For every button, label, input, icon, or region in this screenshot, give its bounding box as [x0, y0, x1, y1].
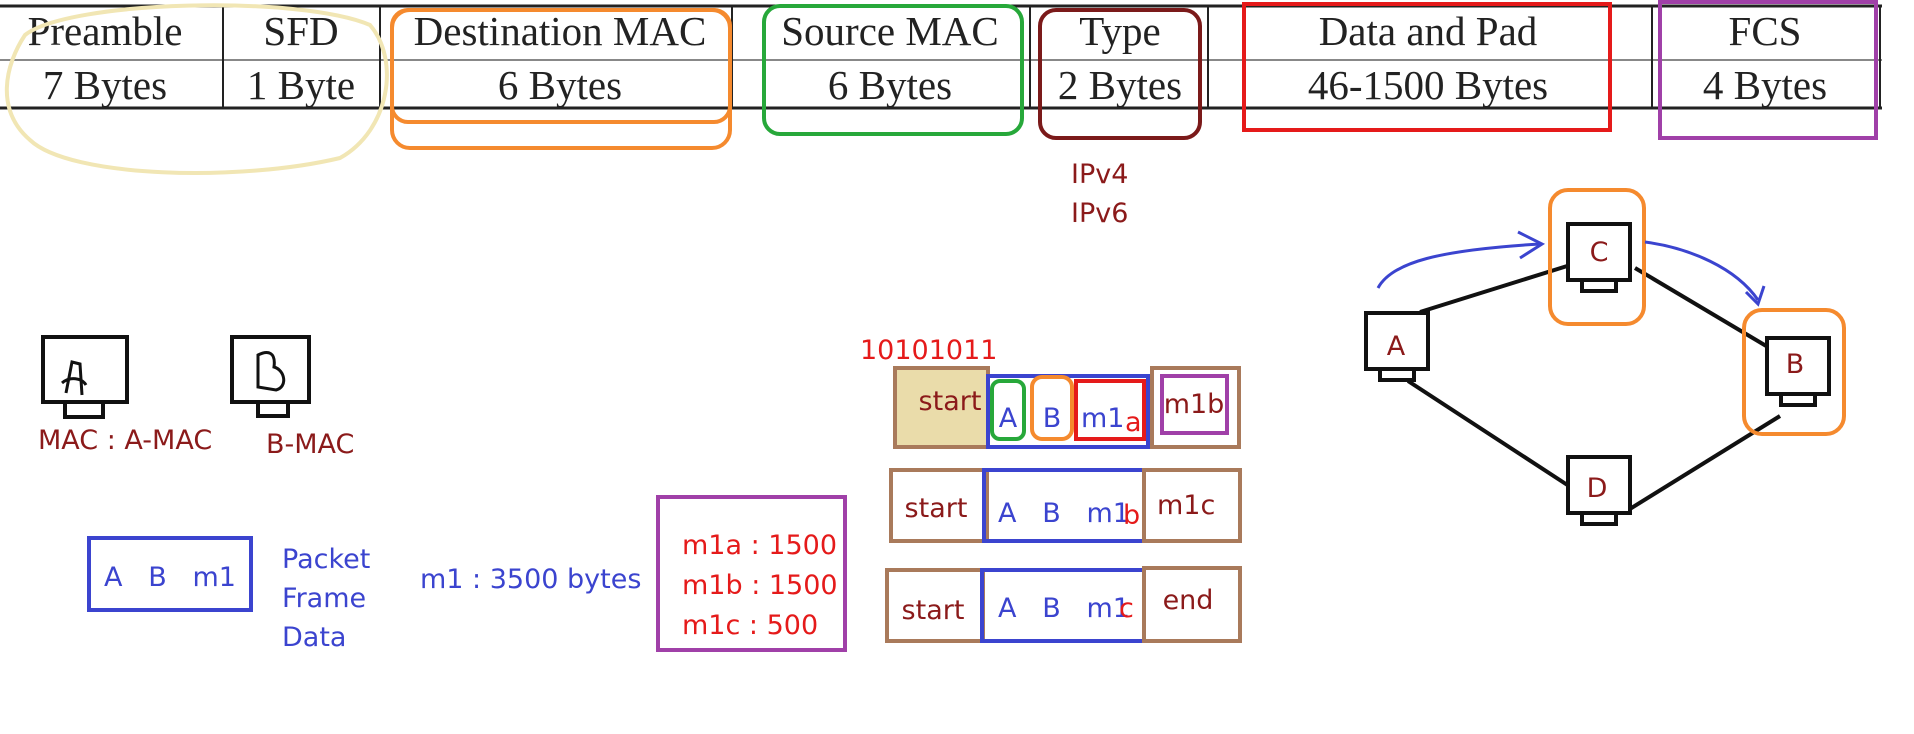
row3-start-label: start	[902, 595, 965, 626]
host-a-letter-sketch	[61, 360, 88, 396]
row2-payload-label: A B m1	[998, 498, 1130, 529]
row2-start-box	[889, 468, 989, 543]
arrow-a-to-c-head	[1517, 230, 1546, 260]
field-size-sfd: 1 Byte	[247, 62, 355, 108]
node-d-label: D	[1587, 473, 1608, 504]
host-b-letter-sketch	[256, 351, 286, 392]
legend-frame: Frame	[282, 583, 366, 614]
legend-data: Data	[282, 622, 346, 653]
type-value-ipv6: IPv6	[1071, 198, 1128, 229]
field-size-fcs: 4 Bytes	[1703, 62, 1827, 108]
frame-row-2: start A B m1 b m1c	[889, 468, 1242, 543]
packet-box	[87, 536, 253, 612]
field-size-source-mac: 6 Bytes	[828, 62, 952, 108]
highlight-source-mac	[762, 4, 1024, 136]
field-size-type: 2 Bytes	[1058, 62, 1182, 108]
node-b-monitor	[1765, 336, 1831, 396]
row3-end-label: end	[1163, 585, 1214, 616]
field-size-preamble: 7 Bytes	[43, 62, 167, 108]
highlight-fcs	[1658, 0, 1878, 140]
row2-tail-box	[1142, 468, 1242, 543]
node-b-label: B	[1786, 349, 1805, 380]
node-c-highlight	[1548, 188, 1646, 326]
message-size-note: m1 : 3500 bytes	[420, 564, 641, 595]
network-node-b	[1765, 336, 1831, 407]
node-a-base	[1378, 367, 1416, 382]
row1-start-label: start	[919, 386, 982, 417]
row3-payload-label: A B m1	[998, 593, 1130, 624]
node-c-base	[1580, 278, 1618, 293]
field-name-data-and-pad: Data and Pad	[1319, 8, 1538, 54]
node-d-monitor	[1566, 455, 1632, 515]
field-name-preamble: Preamble	[28, 8, 183, 54]
field-name-sfd: SFD	[263, 8, 338, 54]
packet-box-contents: A B m1	[104, 562, 236, 593]
network-node-a	[1364, 311, 1430, 382]
host-b-monitor	[230, 335, 311, 404]
row1-data-box	[1074, 379, 1146, 441]
fragment-m1c: m1c : 500	[682, 610, 818, 641]
field-name-destination-mac: Destination MAC	[414, 8, 707, 54]
row2-start-label: start	[905, 493, 968, 524]
highlight-destination-mac-inner	[390, 8, 732, 150]
preamble-bits: 10101011	[860, 335, 997, 366]
field-size-data-and-pad: 46-1500 Bytes	[1308, 62, 1548, 108]
host-a-monitor	[41, 335, 129, 404]
node-c-label: C	[1590, 237, 1609, 268]
row1-tail-box	[1150, 366, 1241, 449]
node-a-label: A	[1387, 331, 1406, 362]
arrow-c-to-b-head	[1744, 285, 1766, 307]
network-node-d	[1566, 455, 1632, 526]
fragment-box	[656, 495, 847, 652]
highlight-type	[1038, 8, 1202, 140]
link-a-d	[1406, 379, 1574, 490]
host-b-base	[256, 400, 290, 418]
field-size-destination-mac: 6 Bytes	[498, 62, 622, 108]
row1-dst-box	[990, 379, 1026, 441]
fragment-m1b: m1b : 1500	[682, 570, 838, 601]
row1-tail-label: m1b	[1164, 389, 1225, 420]
host-b-mac-label: B-MAC	[266, 429, 354, 460]
row1-start-box	[893, 366, 990, 449]
host-a	[41, 335, 129, 419]
field-name-fcs: FCS	[1729, 8, 1802, 54]
row1-dst-label: A	[999, 403, 1018, 434]
arrow-a-to-c	[1376, 242, 1541, 289]
node-a-monitor	[1364, 311, 1430, 371]
highlight-data-and-pad	[1242, 2, 1612, 132]
row1-payload-box	[986, 374, 1150, 449]
row1-data-label: m1	[1081, 403, 1124, 434]
row1-src-label: B	[1043, 403, 1062, 434]
frame-row-3: start A B m1 c end	[885, 566, 1242, 643]
host-a-base	[63, 400, 105, 419]
legend-packet: Packet	[282, 544, 370, 575]
link-d-b	[1623, 414, 1782, 514]
row2-data-suffix: b	[1123, 500, 1140, 531]
row3-data-suffix: c	[1119, 593, 1134, 624]
link-c-b	[1633, 266, 1780, 355]
field-name-type: Type	[1079, 8, 1160, 54]
fragment-m1a: m1a : 1500	[682, 530, 837, 561]
type-value-ipv4: IPv4	[1071, 159, 1128, 190]
row2-tail-label: m1c	[1157, 490, 1215, 521]
network-node-c	[1566, 222, 1632, 293]
node-b-base	[1779, 392, 1817, 407]
frame-header-table: Preamble 7 Bytes SFD 1 Byte Destination …	[0, 4, 1882, 110]
node-b-highlight	[1742, 308, 1846, 436]
node-d-base	[1580, 511, 1618, 526]
arrow-c-to-b	[1644, 240, 1760, 301]
host-b	[230, 335, 311, 418]
row1-data-suffix: a	[1125, 407, 1142, 438]
row1-tail-inner-box	[1160, 374, 1229, 435]
table-highlights	[4, 0, 1878, 175]
field-name-source-mac: Source MAC	[781, 8, 999, 54]
frame-row-1: start A B m1 a m1b	[893, 366, 1241, 449]
host-a-mac-label: MAC : A-MAC	[38, 425, 212, 456]
row1-src-box	[1030, 375, 1074, 441]
highlight-preamble-sfd	[4, 3, 389, 175]
network-diagram: A C B D	[1364, 188, 1846, 526]
row3-end-box	[1142, 566, 1242, 643]
link-a-c	[1419, 260, 1581, 314]
